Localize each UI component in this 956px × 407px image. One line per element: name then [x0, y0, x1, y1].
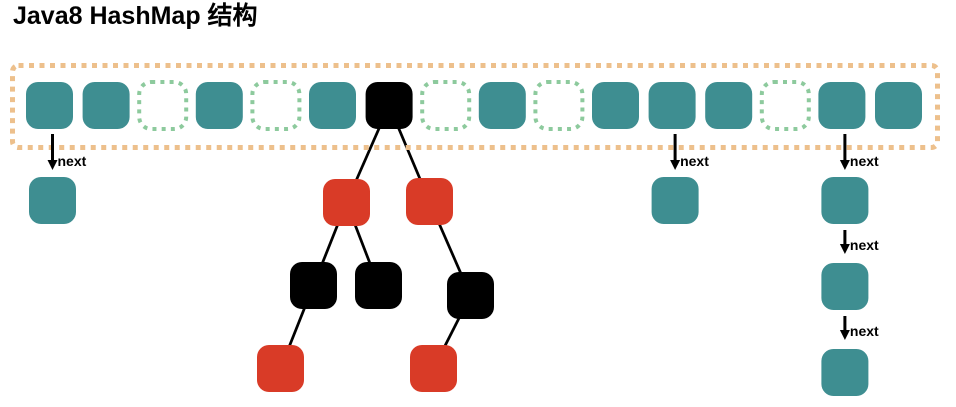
bucket-cell-filled: [309, 82, 356, 129]
bucket-cell-empty: [533, 80, 585, 131]
bucket-cell-filled: [478, 82, 526, 129]
page-title: Java8 HashMap 结构: [13, 2, 258, 30]
tree-node-black: [447, 272, 494, 319]
bucket-cell-tree-root: [365, 82, 413, 129]
bucket-cell-filled: [818, 82, 866, 129]
bucket-cell-filled: [592, 82, 639, 129]
next-label: next: [850, 237, 879, 253]
chain-node: [29, 177, 76, 224]
bucket-cell-filled: [26, 82, 73, 129]
bucket-cell-empty: [759, 80, 811, 131]
chain-node: [651, 177, 699, 224]
bucket-cell-filled: [705, 82, 753, 129]
tree-node-red: [406, 178, 453, 225]
next-label: next: [850, 323, 879, 339]
bucket-cell-empty: [420, 80, 472, 131]
next-label: next: [850, 153, 879, 169]
tree-node-red: [410, 345, 457, 392]
bucket-cell-empty: [250, 80, 302, 131]
chain-node: [821, 263, 869, 310]
chain-node: [821, 177, 869, 224]
next-label: next: [58, 153, 87, 169]
tree-node-black: [355, 262, 402, 309]
bucket-cell-filled: [875, 82, 922, 129]
tree-node-red: [323, 179, 370, 226]
tree-node-black: [290, 262, 337, 309]
bucket-cell-filled: [195, 82, 243, 129]
chain-node: [821, 349, 869, 396]
bucket-array-border: [10, 63, 940, 150]
bucket-cell-filled: [82, 82, 130, 129]
bucket-cell-filled: [648, 82, 696, 129]
bucket-cell-empty: [137, 80, 189, 131]
next-label: next: [680, 153, 709, 169]
tree-node-red: [257, 345, 304, 392]
